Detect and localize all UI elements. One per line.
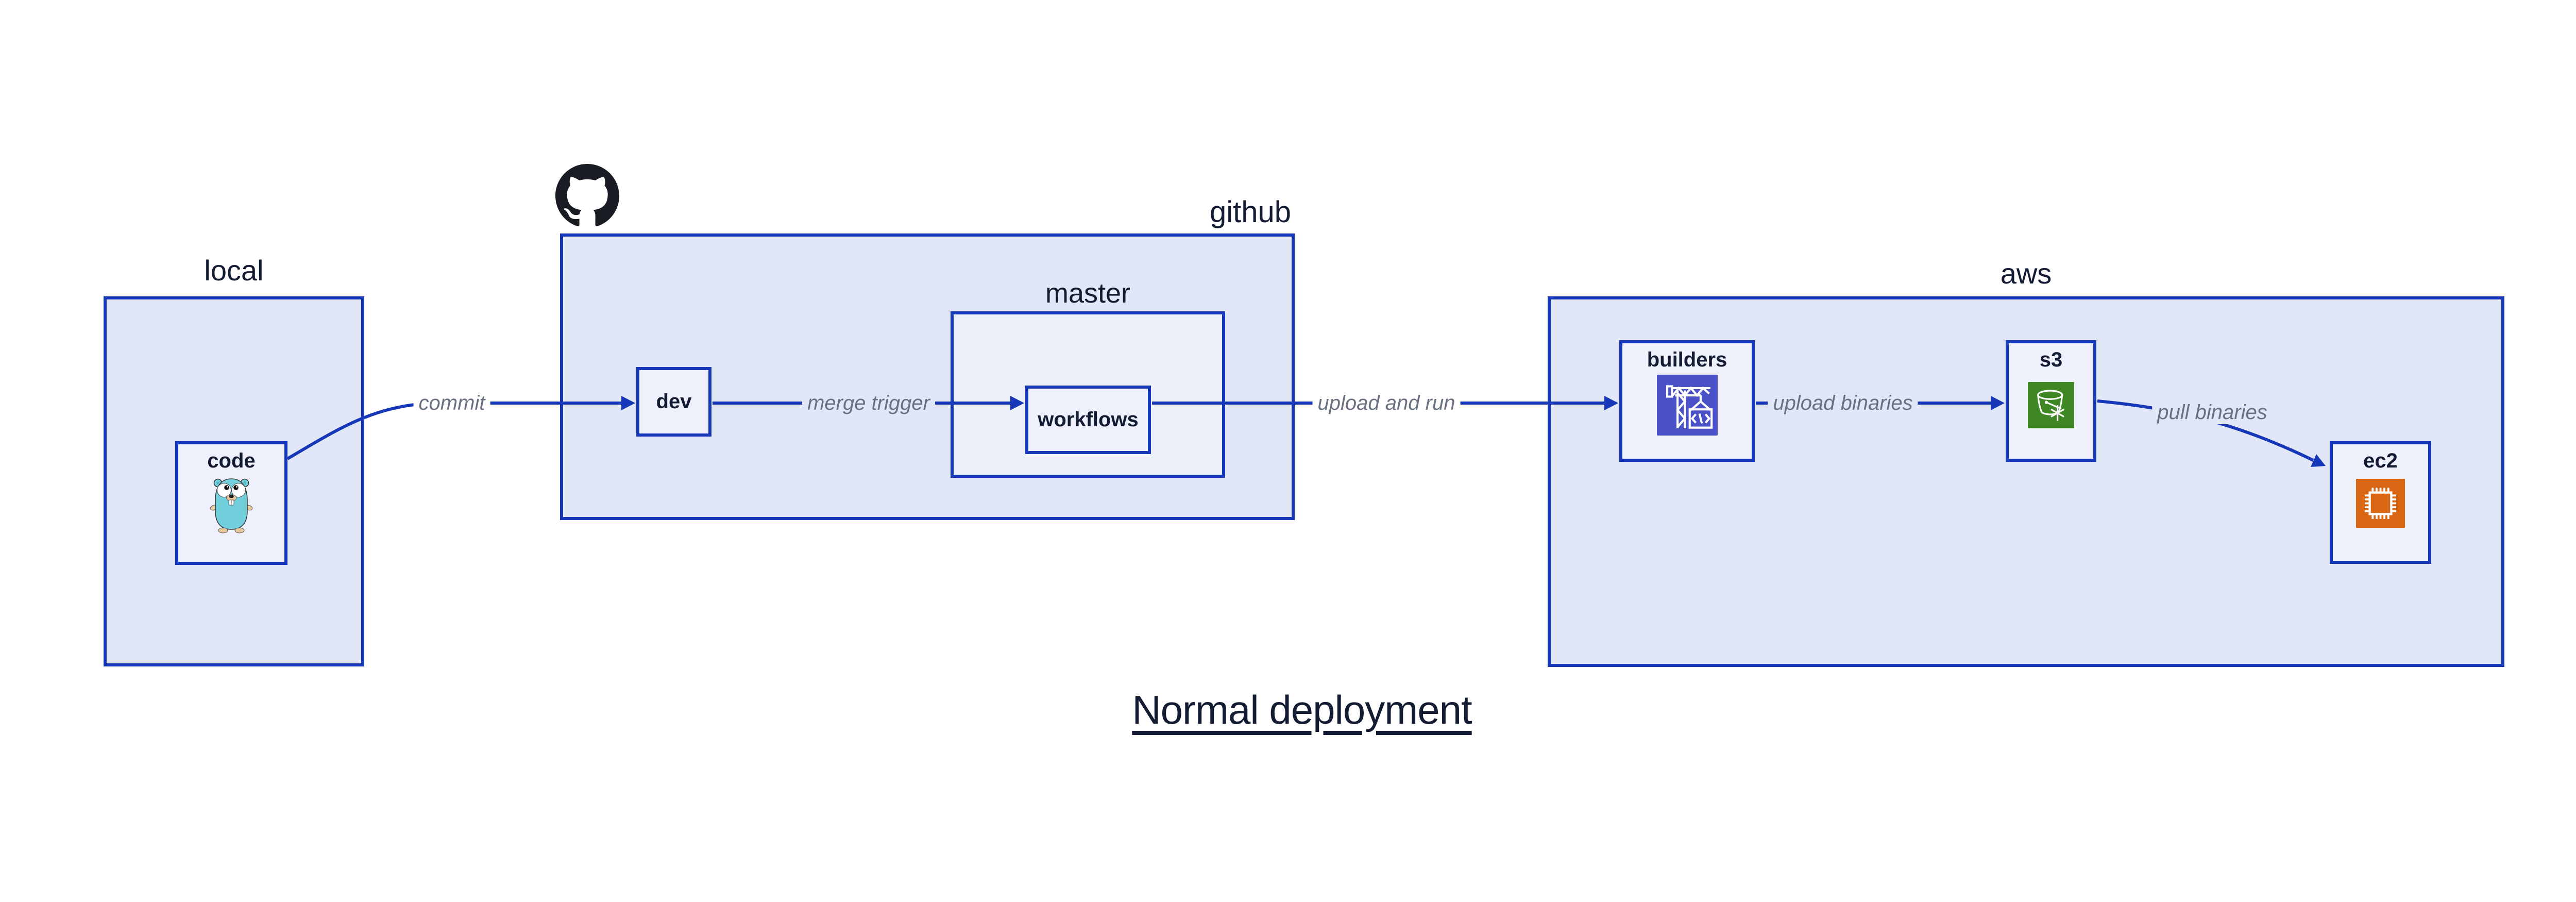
edge-label-merge-trigger: merge trigger [802,391,935,415]
diagram-title: Normal deployment [1132,687,1472,732]
node-workflows: workflows [1025,386,1151,454]
node-dev: dev [636,367,711,437]
node-builders: builders [1619,340,1755,462]
node-code: code [175,441,287,565]
go-gopher-icon [210,478,253,533]
s3-glacier-bucket-icon [2028,382,2074,428]
node-dev-label: dev [656,390,692,413]
node-s3: s3 [2006,340,2096,462]
node-builders-label: builders [1647,348,1727,371]
node-workflows-label: workflows [1038,408,1139,431]
node-s3-label: s3 [2039,348,2063,371]
edge-label-upload-binaries: upload binaries [1768,391,1918,415]
node-code-label: code [207,449,256,472]
github-logo-icon [555,164,619,226]
group-aws-label: aws [2000,257,2052,290]
edge-label-commit: commit [413,391,490,415]
node-ec2: ec2 [2330,441,2431,564]
node-ec2-label: ec2 [2363,449,2398,472]
group-github-label: github [1209,195,1291,229]
group-local-label: local [204,254,264,287]
ec2-chip-icon [2356,479,2405,528]
edge-label-pull-binaries: pull binaries [2152,400,2273,424]
codebuild-crane-icon [1656,375,1718,436]
edge-label-upload-and-run: upload and run [1312,391,1461,415]
group-master-label: master [1045,278,1131,309]
